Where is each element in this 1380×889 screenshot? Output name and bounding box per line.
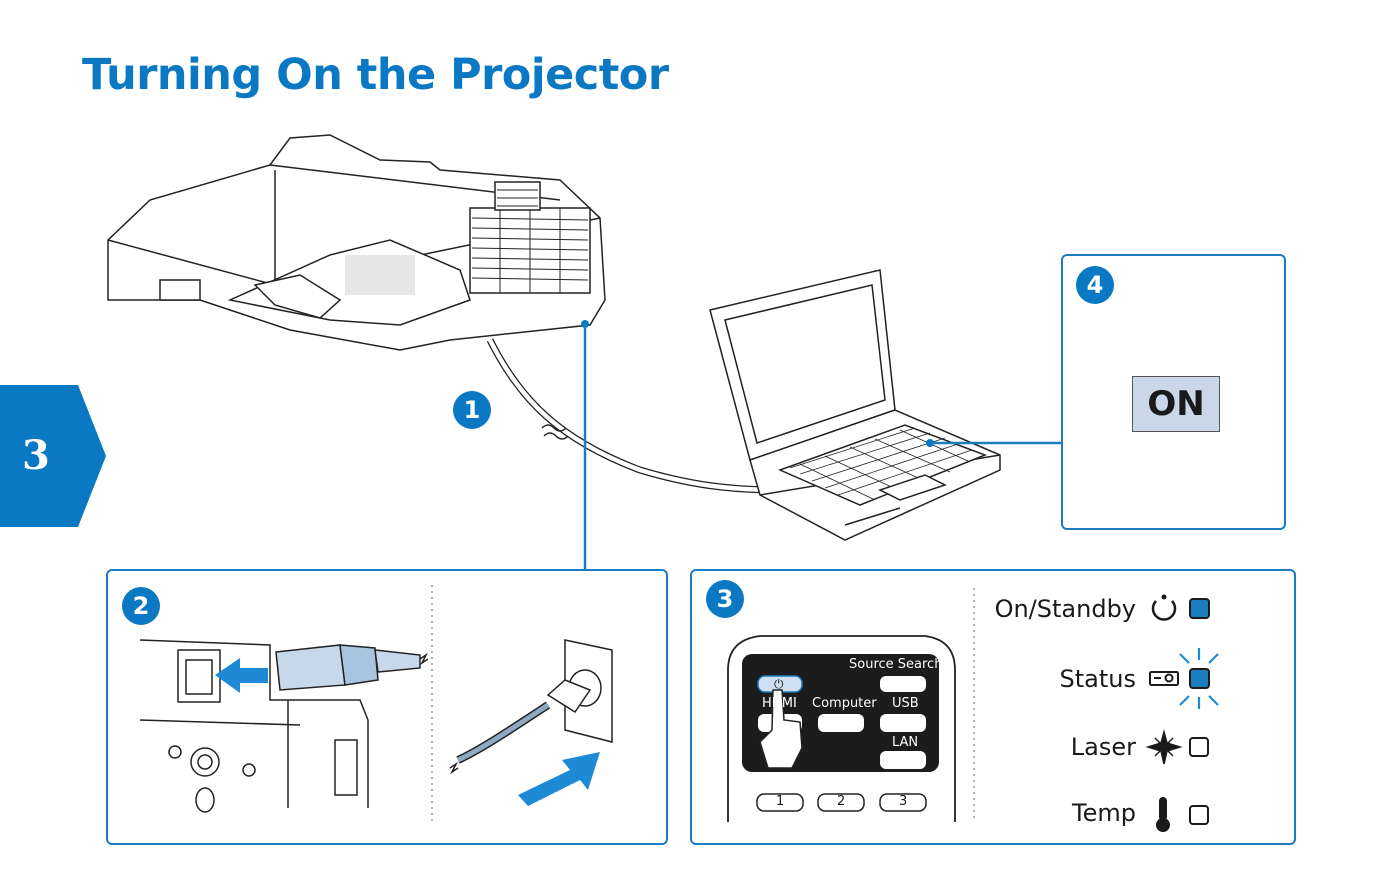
power-button-icon[interactable]: ⏻ xyxy=(774,677,784,691)
indicator-laser-light xyxy=(1189,737,1209,757)
computer-label: Computer xyxy=(812,696,877,711)
indicator-status-light xyxy=(1189,668,1210,689)
key-2-label[interactable]: 2 xyxy=(837,794,846,809)
indicator-on-standby-light xyxy=(1189,598,1210,619)
key-3-label[interactable]: 3 xyxy=(899,794,908,809)
step-1-badge: 1 xyxy=(453,391,491,429)
source-search-label: Source Search xyxy=(849,657,943,672)
on-button: ON xyxy=(1132,376,1220,432)
projector-icon xyxy=(1149,671,1179,686)
step-3-badge: 3 xyxy=(706,580,744,618)
key-1-label[interactable]: 1 xyxy=(776,794,785,809)
indicator-label-laser: Laser xyxy=(1070,733,1136,761)
indicator-label-on-standby: On/Standby xyxy=(994,595,1136,623)
wall-outlet xyxy=(449,639,613,775)
indicator-label-temp: Temp xyxy=(1072,799,1136,827)
hdmi-label: HDMI xyxy=(762,696,797,711)
step-2-badge: 2 xyxy=(122,587,160,625)
step-4-badge: 4 xyxy=(1076,266,1114,304)
flashing-rays-icon xyxy=(1179,648,1219,709)
power-plug xyxy=(275,644,429,691)
usb-label: USB xyxy=(892,696,919,711)
lan-label: LAN xyxy=(892,735,919,750)
chapter-tab xyxy=(0,385,106,527)
indicator-temp-light xyxy=(1189,805,1209,825)
thermometer-icon xyxy=(1156,797,1170,832)
indicator-label-status: Status xyxy=(1059,665,1136,693)
power-dot-icon xyxy=(1161,594,1167,600)
laser-icon xyxy=(1145,729,1183,765)
projector-image xyxy=(107,134,606,351)
page-title: Turning On the Projector xyxy=(82,50,669,100)
chapter-number: 3 xyxy=(22,432,50,479)
power-icon xyxy=(1151,600,1177,621)
